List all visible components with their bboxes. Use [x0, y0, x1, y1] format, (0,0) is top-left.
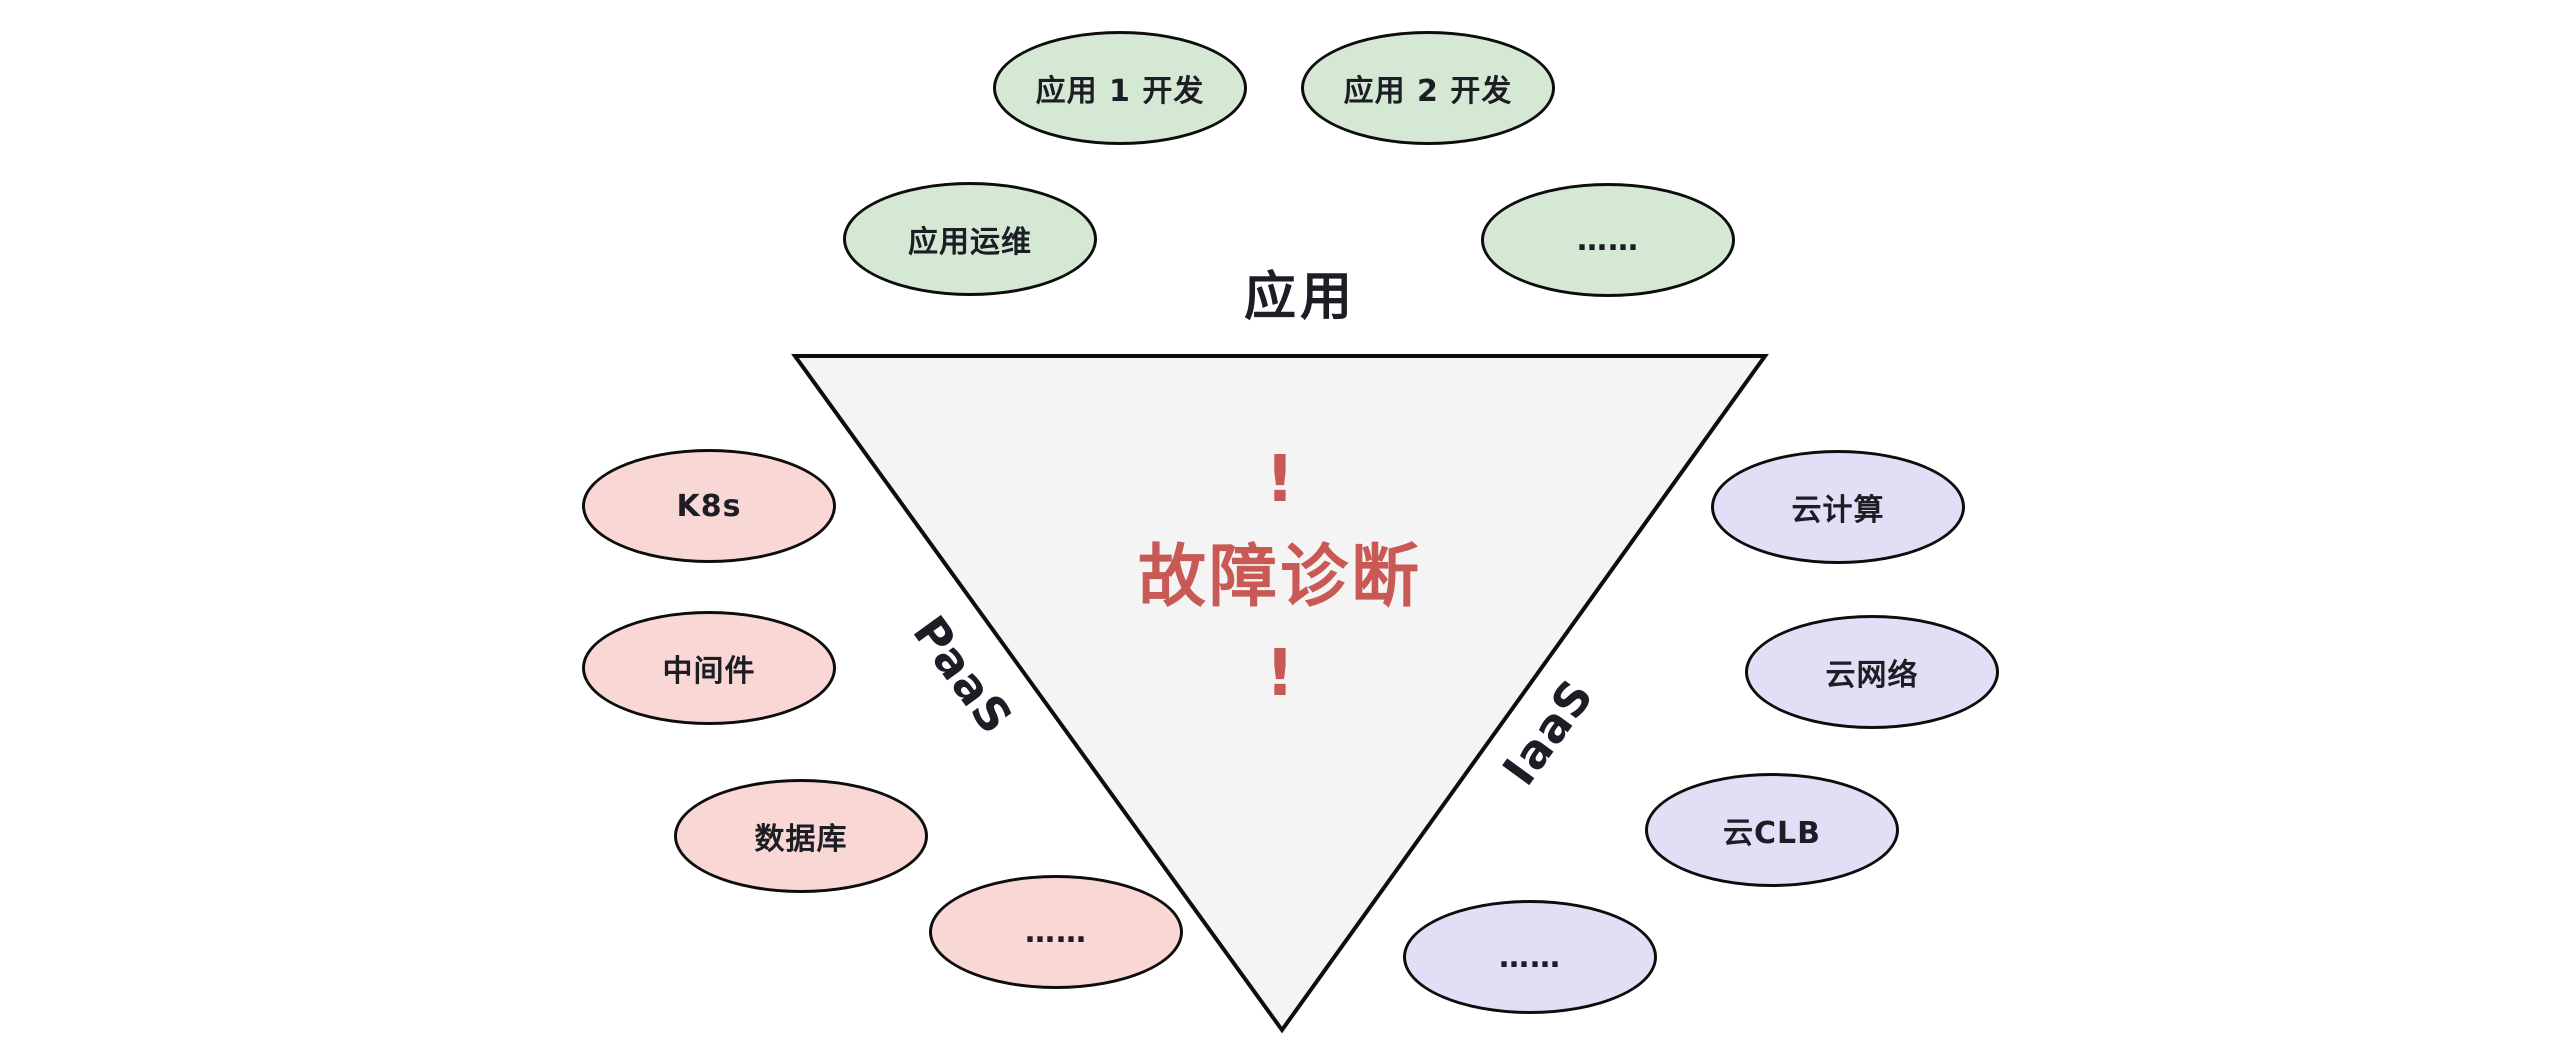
fault-diagnosis-block: ! 故障诊断 ! — [1080, 448, 1480, 706]
node-app1-dev: 应用 1 开发 — [993, 31, 1247, 145]
node-paas-ellipsis: …… — [929, 875, 1183, 989]
exclamation-top: ! — [1265, 443, 1295, 517]
node-app-ops: 应用运维 — [843, 182, 1097, 296]
node-k8s: K8s — [582, 449, 836, 563]
node-app-ellipsis: …… — [1481, 183, 1735, 297]
node-app2-dev: 应用 2 开发 — [1301, 31, 1555, 145]
node-cloud-clb: 云CLB — [1645, 773, 1899, 887]
node-middleware: 中间件 — [582, 611, 836, 725]
node-database: 数据库 — [674, 779, 928, 893]
inverted-triangle-shape — [791, 354, 1769, 1034]
fault-diagnosis-title: 故障诊断 — [1137, 538, 1422, 617]
node-iaas-ellipsis: …… — [1403, 900, 1657, 1014]
layer-label-app: 应用 — [1243, 267, 1357, 328]
node-cloud-compute: 云计算 — [1711, 450, 1965, 564]
node-cloud-network: 云网络 — [1745, 615, 1999, 729]
exclamation-bottom: ! — [1265, 637, 1295, 711]
